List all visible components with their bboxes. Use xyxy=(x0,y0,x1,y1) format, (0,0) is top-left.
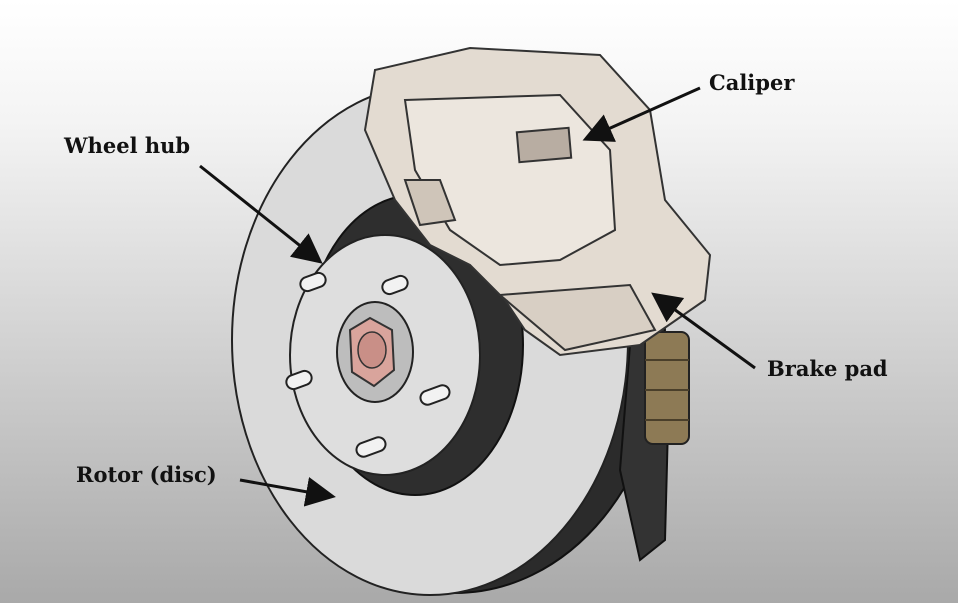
rotor-label: Rotor (disc) xyxy=(76,462,217,487)
caliper-label: Caliper xyxy=(709,70,795,95)
brake-pad-arrow xyxy=(651,292,756,370)
caliper xyxy=(363,46,712,357)
brake-pad-label: Brake pad xyxy=(767,356,888,381)
lug-nut xyxy=(348,316,396,388)
brake-pad xyxy=(618,328,690,562)
caliper-arrow xyxy=(582,86,701,142)
wheel-hub-label: Wheel hub xyxy=(64,133,191,158)
rotor-arrow xyxy=(239,477,336,507)
wheel-studs xyxy=(285,271,451,458)
wheel-hub-arrow xyxy=(199,164,323,264)
